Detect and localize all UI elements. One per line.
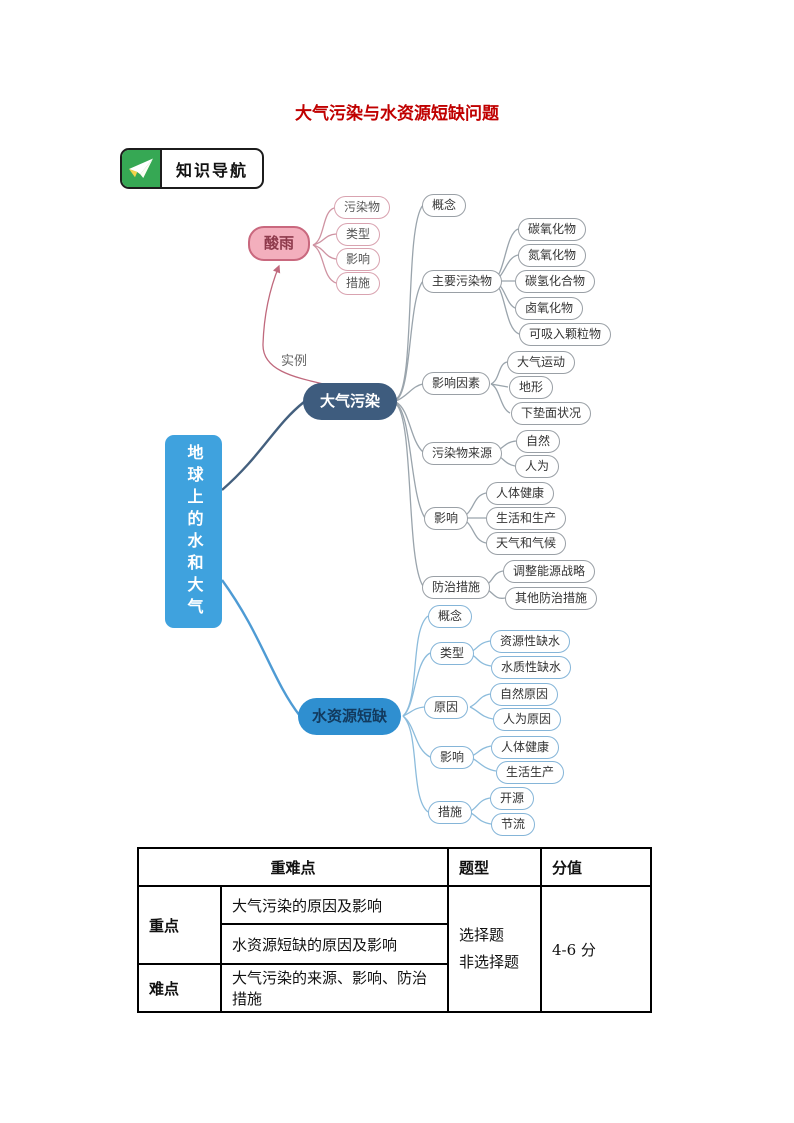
edge-root-air	[221, 401, 305, 491]
node-underlying-surface: 下垫面状况	[511, 402, 592, 425]
node-source-manmade: 人为	[515, 455, 560, 478]
node-water-impacts: 影响	[430, 746, 475, 769]
node-influencing-factors: 影响因素	[422, 372, 491, 395]
node-weather-climate: 天气和气候	[486, 532, 567, 555]
cell-score: 4-6 分	[540, 885, 652, 1013]
cell-difficult-label: 难点	[137, 963, 222, 1013]
node-halogen-oxides: 卤氧化物	[515, 297, 584, 320]
edge-air-main-pollutants	[395, 280, 424, 401]
header-question-type: 题型	[447, 847, 542, 887]
cell-key-label: 重点	[137, 885, 222, 965]
node-water-human-health: 人体健康	[491, 736, 560, 759]
table-header-row: 重难点 题型 分值	[137, 847, 652, 887]
edge-water-measures	[402, 715, 429, 813]
node-water-types: 类型	[430, 642, 475, 665]
summary-table: 重难点 题型 分值 重点 大气污染的原因及影响 选择题 非选择题 4-6 分 水…	[137, 847, 652, 1013]
node-hydrocarbons: 碳氢化合物	[515, 270, 596, 293]
node-air-concept: 概念	[422, 194, 467, 217]
edge-cause-human	[469, 706, 494, 720]
example-edge-label: 实例	[281, 354, 308, 369]
node-acid-measures: 措施	[336, 272, 381, 295]
node-carbon-oxides: 碳氧化物	[518, 218, 587, 241]
header-key-difficult: 重难点	[137, 847, 449, 887]
page-title: 大气污染与水资源短缺问题	[295, 104, 499, 124]
edge-measure-open	[468, 797, 491, 813]
edge-root-water	[221, 579, 301, 717]
node-life-and-production: 生活和生产	[486, 507, 567, 530]
node-air-impacts: 影响	[424, 507, 469, 530]
question-type-choice: 选择题	[459, 926, 505, 944]
edge-air-sources	[395, 401, 424, 453]
node-acid-pollutants: 污染物	[334, 196, 391, 219]
node-water-causes: 原因	[424, 696, 469, 719]
table-row: 水资源短缺的原因及影响	[138, 923, 651, 965]
node-other-control-measures: 其他防治措施	[505, 587, 598, 610]
edge-factor-surface	[490, 383, 511, 414]
edge-water-causes	[402, 706, 425, 717]
node-root-topic: 地球上的水和大气	[165, 435, 222, 628]
header-score: 分值	[540, 847, 652, 887]
node-inhalable-particles: 可吸入颗粒物	[519, 323, 612, 346]
node-terrain: 地形	[509, 376, 554, 399]
edge-water-impacts	[402, 715, 431, 758]
table-row: 重点 大气污染的原因及影响 选择题 非选择题 4-6 分	[137, 885, 652, 1013]
node-human-health: 人体健康	[486, 482, 555, 505]
table-row: 难点 大气污染的来源、影响、防治措施	[137, 963, 651, 1013]
node-nitrogen-oxides: 氮氧化物	[518, 244, 587, 267]
edge-factor-terrain	[490, 383, 509, 388]
cell-key-item-1: 大气污染的原因及影响	[220, 885, 449, 925]
node-open-source: 开源	[490, 787, 535, 810]
paper-plane-icon	[122, 150, 162, 187]
cell-question-types: 选择题 非选择题	[447, 885, 542, 1013]
node-conserve: 节流	[491, 813, 536, 836]
node-water-concept: 概念	[428, 605, 473, 628]
edge-wimpact-life	[469, 756, 497, 772]
node-atmospheric-motion: 大气运动	[507, 351, 576, 374]
node-water-shortage: 水资源短缺	[298, 698, 402, 735]
edge-air-impacts	[395, 402, 426, 519]
node-acid-rain: 酸雨	[248, 226, 311, 261]
node-pollutant-sources: 污染物来源	[422, 442, 503, 465]
node-acid-impacts: 影响	[336, 248, 381, 271]
edge-water-concept	[402, 615, 429, 717]
edge-cause-natural	[469, 693, 491, 708]
node-human-causes: 人为原因	[493, 708, 562, 731]
node-water-measures: 措施	[428, 801, 473, 824]
knowledge-nav-badge: 知识导航	[120, 148, 265, 189]
node-main-pollutants: 主要污染物	[422, 270, 503, 293]
edge-acid-measures	[312, 244, 337, 284]
node-air-pollution: 大气污染	[303, 383, 398, 420]
node-adjust-energy-strategy: 调整能源战略	[503, 560, 596, 583]
node-resource-shortage: 资源性缺水	[490, 630, 571, 653]
edge-factor-motion	[490, 361, 508, 385]
node-life-production: 生活生产	[496, 761, 565, 784]
question-type-nonchoice: 非选择题	[459, 953, 520, 971]
edge-air-factors	[395, 383, 424, 402]
cell-key-item-2: 水资源短缺的原因及影响	[220, 923, 449, 965]
node-natural-causes: 自然原因	[490, 683, 559, 706]
knowledge-nav-label: 知识导航	[176, 160, 249, 180]
edge-acid-pollutants	[312, 207, 335, 246]
cell-difficult-item: 大气污染的来源、影响、防治措施	[220, 963, 449, 1013]
edge-air-control	[395, 403, 424, 587]
node-quality-shortage: 水质性缺水	[491, 656, 572, 679]
edge-acid-types	[312, 233, 337, 246]
node-acid-types: 类型	[336, 223, 381, 246]
node-source-natural: 自然	[516, 430, 561, 453]
edge-air-concept	[395, 204, 424, 400]
edge-measure-save	[468, 811, 492, 825]
edge-acid-impacts	[312, 244, 337, 260]
main-branch-edges	[221, 401, 305, 717]
node-control-measures: 防治措施	[422, 576, 491, 599]
